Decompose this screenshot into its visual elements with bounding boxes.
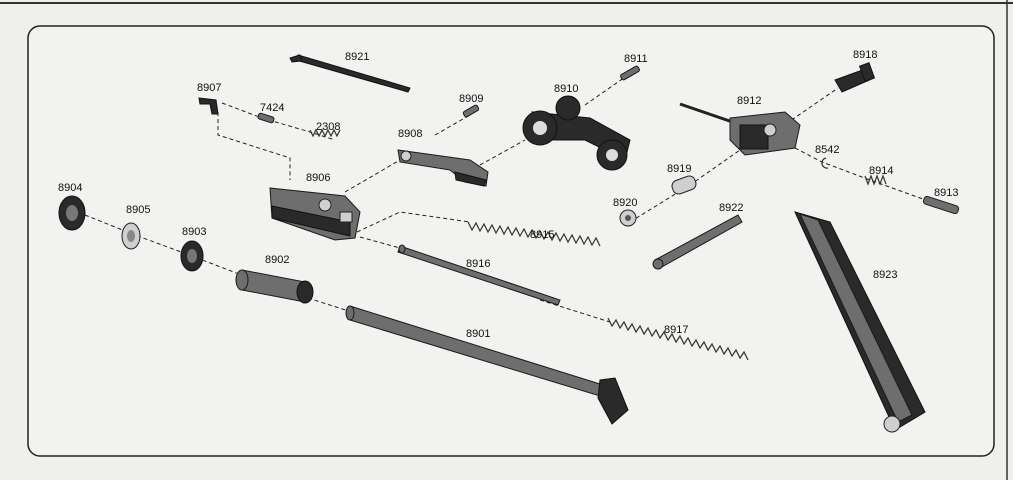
part-8914-spring: [864, 174, 887, 186]
label-8919: 8919: [667, 163, 691, 175]
label-8901: 8901: [466, 328, 490, 340]
part-8906-block: [269, 187, 361, 241]
label-8908: 8908: [398, 128, 422, 140]
label-8903: 8903: [182, 226, 206, 238]
part-8916-rod: [397, 244, 561, 306]
label-8905: 8905: [126, 204, 150, 216]
part-8923-magazine: [794, 211, 926, 433]
label-8902: 8902: [265, 254, 289, 266]
part-8907-angle: [198, 97, 219, 115]
part-7424-pin: [257, 112, 275, 124]
part-8918-pin: [834, 62, 876, 93]
part-8915-spring: [467, 221, 601, 247]
part-8902-sleeve: [235, 269, 314, 304]
part-8904-ring: [58, 195, 86, 231]
label-8913: 8913: [934, 187, 958, 199]
label-8910: 8910: [554, 83, 578, 95]
part-8901-barrel: [345, 305, 629, 425]
part-8903-ring: [180, 240, 204, 272]
part-8921-rod: [289, 54, 411, 93]
label-8907: 8907: [197, 82, 221, 94]
part-2308-spring: [309, 128, 341, 138]
label-8542: 8542: [815, 144, 839, 156]
part-8919-bushing: [671, 175, 697, 195]
part-labels: 8921 8907 7424 2308 8909 8908 8910 8911 …: [58, 49, 958, 340]
part-8905-washer: [121, 222, 141, 250]
label-2308: 2308: [316, 121, 340, 133]
label-8923: 8923: [873, 269, 897, 281]
label-7424: 7424: [260, 102, 284, 114]
label-8904: 8904: [58, 182, 82, 194]
part-8542-clip: [821, 157, 829, 169]
part-8912-block: [679, 102, 801, 156]
label-8918: 8918: [853, 49, 877, 61]
part-8909-pin: [462, 104, 480, 118]
part-8911-pin: [620, 65, 640, 81]
part-8917-spring: [607, 317, 749, 361]
label-8920: 8920: [613, 197, 637, 209]
label-8922: 8922: [719, 202, 743, 214]
part-8922-pin: [652, 214, 743, 270]
diagram-frame: [27, 25, 995, 457]
part-8920-ring: [619, 209, 637, 227]
label-8921: 8921: [345, 51, 369, 63]
label-8909: 8909: [459, 93, 483, 105]
label-8911: 8911: [624, 53, 648, 65]
label-8906: 8906: [306, 172, 330, 184]
label-8915: 8915: [530, 229, 554, 241]
label-8912: 8912: [737, 95, 761, 107]
part-8908-link: [397, 149, 489, 187]
part-8913-pin: [922, 195, 960, 215]
label-8914: 8914: [869, 165, 893, 177]
label-8917: 8917: [664, 324, 688, 336]
part-8910-toggle: [522, 95, 631, 171]
label-8916: 8916: [466, 258, 490, 270]
